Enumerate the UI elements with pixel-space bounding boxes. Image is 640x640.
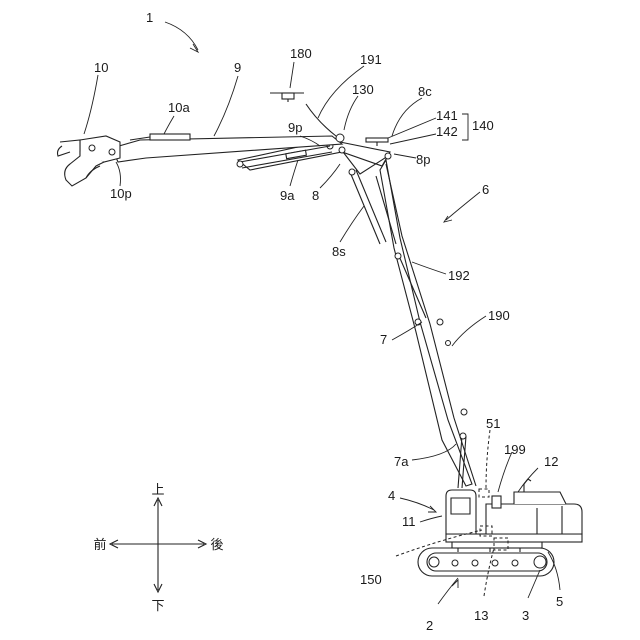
label-attachment: 10 <box>94 60 108 75</box>
label-attachment-cylinder: 10a <box>168 100 190 115</box>
label-hose-192: 192 <box>448 268 470 283</box>
label-hose-190: 190 <box>488 308 510 323</box>
label-extension-arm: 9 <box>234 60 241 75</box>
boom <box>376 160 476 488</box>
label-counterweight: 5 <box>556 594 563 609</box>
direction-down-label: 下 <box>151 599 164 614</box>
label-machine: 1 <box>146 10 153 25</box>
label-swing-device: 13 <box>474 608 488 623</box>
label-extension-pin: 9p <box>288 120 302 135</box>
label-sensor-142: 142 <box>436 124 458 139</box>
direction-back-label: 後 <box>210 538 223 553</box>
label-undercarriage: 2 <box>426 618 433 633</box>
label-extension-cylinder: 9a <box>280 188 295 203</box>
label-engine-room: 12 <box>544 454 558 469</box>
label-sensor-141: 141 <box>436 108 458 123</box>
label-hose-191: 191 <box>360 52 382 67</box>
label-boom-cylinder: 7a <box>394 454 409 469</box>
undercarriage <box>418 540 554 576</box>
label-arm-link: 8c <box>418 84 432 99</box>
label-cab: 11 <box>402 514 416 529</box>
label-upper-body: 4 <box>388 488 395 503</box>
label-ref-51: 51 <box>486 416 500 431</box>
label-controller-150: 150 <box>360 572 382 587</box>
attachment-crusher <box>58 136 121 186</box>
label-sensor-130: 130 <box>352 82 374 97</box>
label-arm: 8 <box>312 188 319 203</box>
label-crawler: 3 <box>522 608 529 623</box>
label-boom: 7 <box>380 332 387 347</box>
label-drone: 180 <box>290 46 312 61</box>
label-attachment-pin: 10p <box>110 186 132 201</box>
label-arm-pin: 8p <box>416 152 430 167</box>
direction-indicator: 上 下 前 後 <box>93 483 223 614</box>
label-group-140: 140 <box>472 118 494 133</box>
label-front-device: 6 <box>482 182 489 197</box>
direction-front-label: 前 <box>93 537 106 553</box>
label-unit-199: 199 <box>504 442 526 457</box>
direction-up-label: 上 <box>151 483 164 498</box>
label-arm-cylinder: 8s <box>332 244 346 259</box>
upper-body <box>446 479 582 550</box>
